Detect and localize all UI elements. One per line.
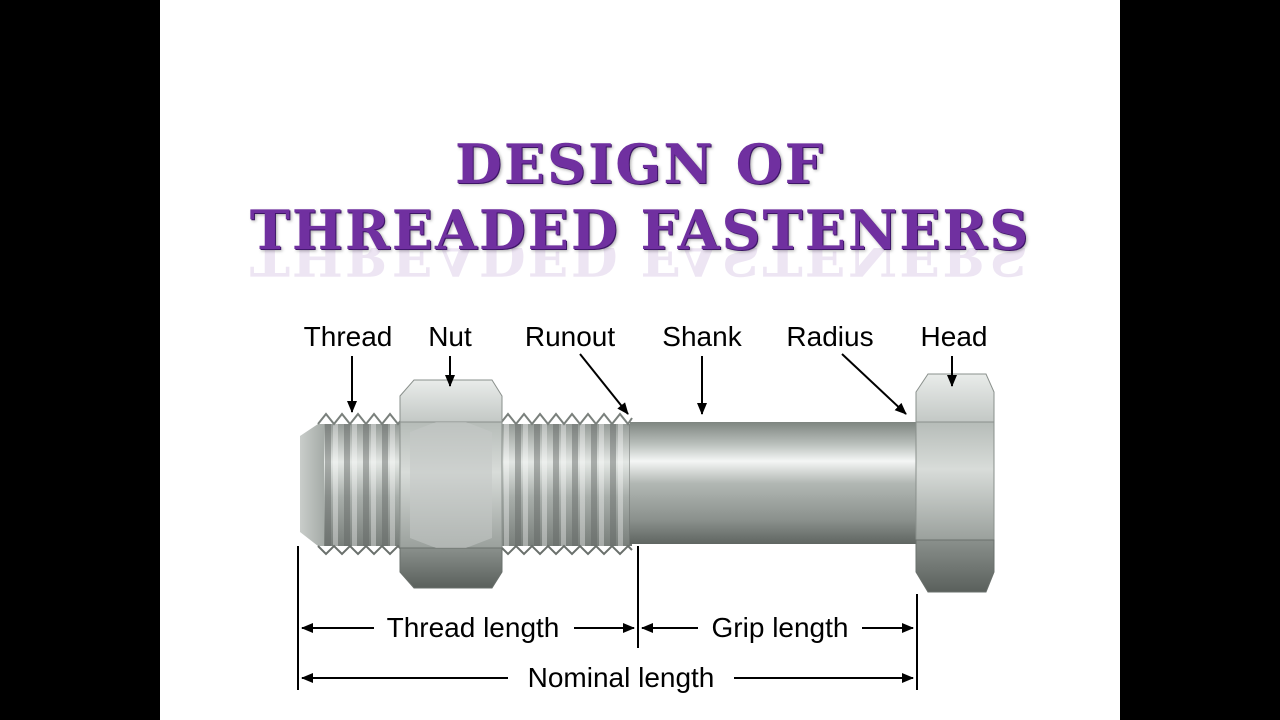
bolt-diagram: Thread Nut Runout Shank Radius Head Thre… [297,321,995,693]
thread-section-left [300,412,411,556]
shank [630,422,920,544]
arrow-runout [579,353,629,415]
bolt-head [915,373,995,593]
label-thread: Thread [304,321,393,352]
label-radius: Radius [786,321,873,352]
nut [399,379,503,589]
label-head: Head [921,321,988,352]
dim-grip-length: Grip length [712,612,849,643]
label-nut: Nut [428,321,472,352]
title-line-1: DESIGN OF [455,132,825,196]
slide: DESIGN OF THREADED FASTENERS THREADED FA… [160,0,1120,720]
thread-section-right [499,412,633,556]
label-runout: Runout [525,321,616,352]
dim-thread-length: Thread length [387,612,560,643]
arrow-radius [841,353,907,415]
label-shank: Shank [662,321,742,352]
dim-nominal-length: Nominal length [528,662,715,693]
title-line-2: THREADED FASTENERS [249,198,1031,262]
